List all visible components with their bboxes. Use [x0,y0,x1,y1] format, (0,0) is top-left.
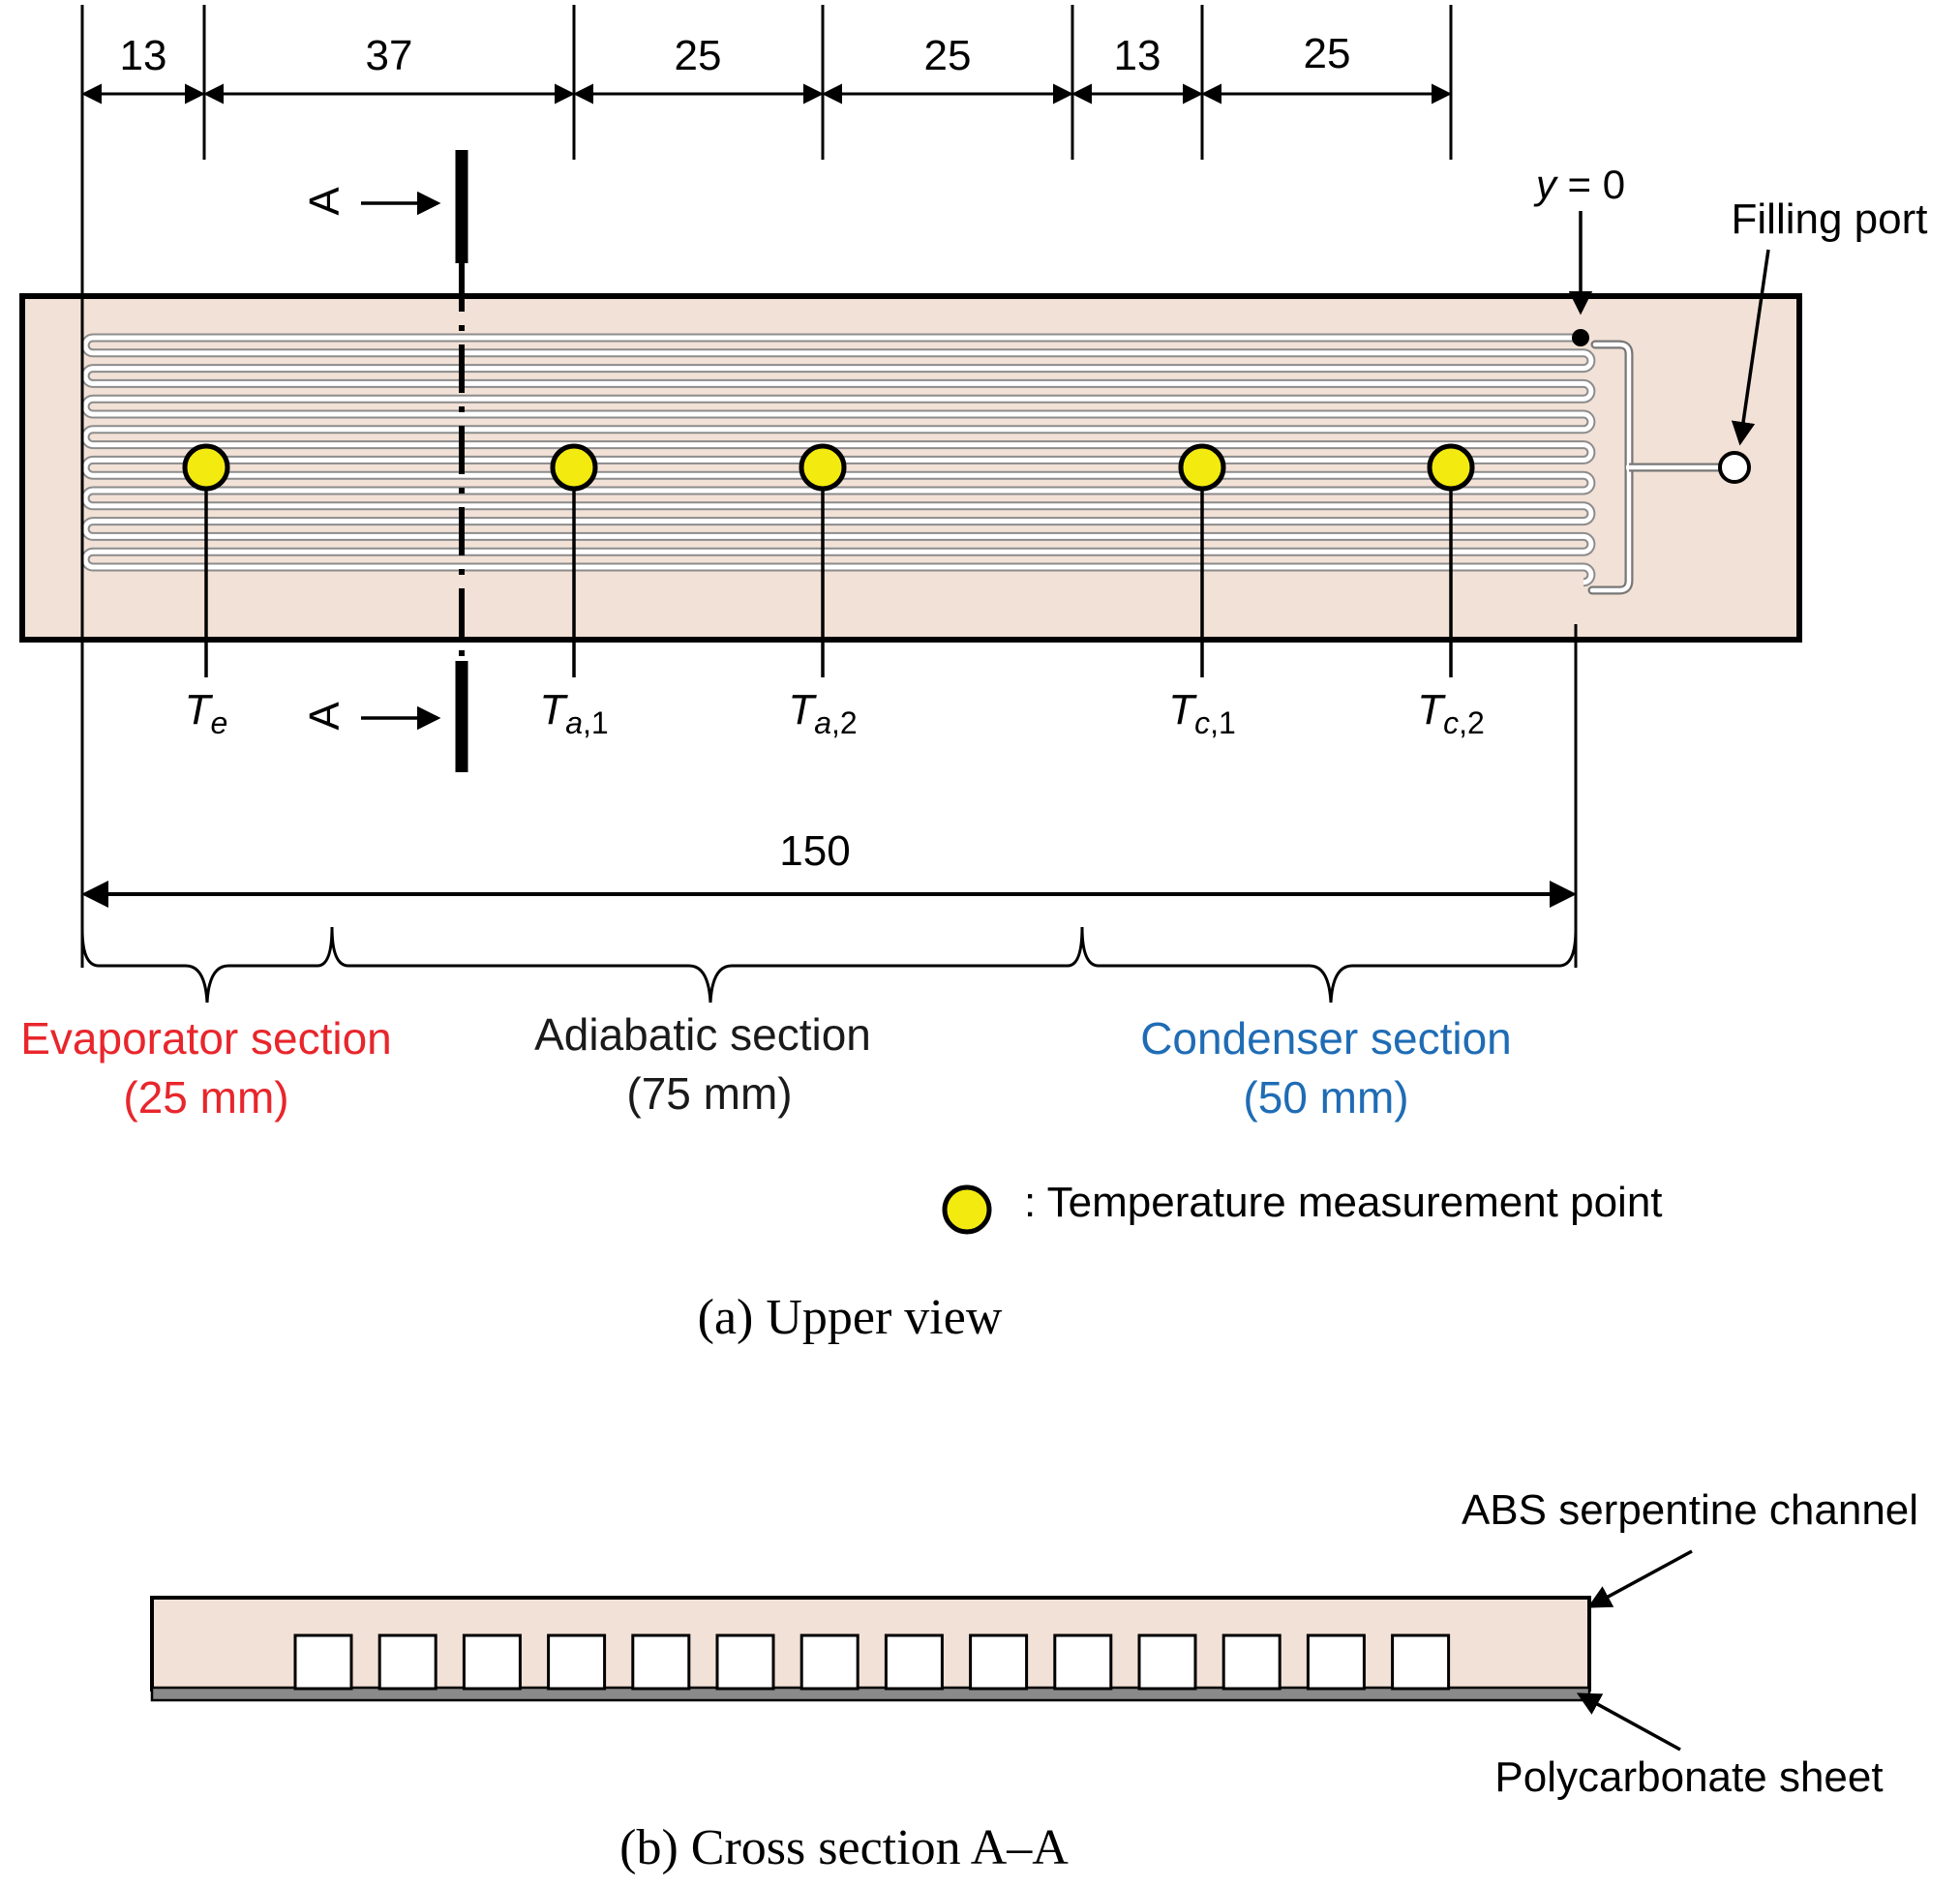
temperature-sensor-icon [1427,443,1475,492]
channel-square [1306,1633,1366,1691]
filling-port-label: Filling port [1732,195,1928,243]
channel-square [799,1633,859,1691]
channel-cross-sections [293,1633,1451,1691]
top-dimensions [80,5,1453,227]
dimension-label: 13 [1114,32,1161,79]
channel-square [1137,1633,1197,1691]
section-braces [80,926,1578,1003]
temperature-sensor-icon [799,443,847,492]
channel-passage [82,335,1594,585]
abs-arrow-icon [1586,1549,1693,1608]
channel-square [715,1633,775,1691]
filling-port-annotation: Filling port [1731,195,1928,446]
caption-cross-section: (b) Cross section A–A [619,1820,1069,1875]
condenser-brace [1080,926,1578,1003]
temperature-sensor-icon [182,443,230,492]
channel-square [631,1633,691,1691]
section-cut-marker-bottom: A [301,661,468,772]
channel-square [293,1633,353,1691]
origin-annotation: y = 0 [1533,162,1625,315]
cut-label: A [301,187,348,216]
top-dimension-labels: 13 37 25 25 13 25 [120,30,1351,79]
dimension-label: 25 [924,32,972,79]
caption-upper-view: (a) Upper view [698,1290,1003,1345]
sensor-label: Tc,2 [1417,686,1485,740]
dimension-label: 37 [366,32,413,79]
adiabatic-section-length: (75 mm) [626,1068,792,1119]
dimension-label: 25 [1304,30,1351,77]
dimension-label: 13 [120,32,167,79]
filling-port-icon [1718,451,1751,484]
origin-label: y = 0 [1533,162,1625,207]
channel-square [547,1633,607,1691]
sensor-label: Tc,1 [1168,686,1236,740]
dimension-label: 25 [675,32,722,79]
abs-label: ABS serpentine channel [1462,1486,1918,1534]
channel-square [1053,1633,1113,1691]
polycarbonate-arrow-icon [1576,1692,1681,1752]
legend-label: : Temperature measurement point [1024,1179,1663,1226]
heat-pipe-plate [19,293,1802,643]
temperature-sensors: Te Ta,1 Ta,2 Tc,1 Tc,2 [182,443,1485,740]
condenser-section-label: Condenser section [1140,1013,1512,1063]
condenser-section-length: (50 mm) [1243,1072,1408,1123]
channel-square [884,1633,944,1691]
sensor-label: Ta,1 [539,686,608,740]
filling-port-arrow-icon [1731,249,1770,446]
channel-square [377,1633,437,1691]
temperature-sensor-icon [1178,443,1226,492]
temperature-sensor-icon [550,443,598,492]
origin-point-icon [1572,329,1589,346]
evaporator-section-label: Evaporator section [20,1013,392,1063]
plate-extension-lines [80,227,1578,968]
abs-channel-body [150,1596,1591,1692]
cut-label: A [301,702,348,731]
serpentine-channel [80,333,1596,587]
channel-square [462,1633,522,1691]
filling-tube [1587,340,1726,595]
section-labels: Evaporator section (25 mm) Adiabatic sec… [20,1009,1512,1123]
channel-square [969,1633,1029,1691]
channel-square [1391,1633,1451,1691]
sensor-label: Te [185,686,228,740]
total-length-label: 150 [779,827,850,875]
polycarbonate-label: Polycarbonate sheet [1494,1753,1883,1801]
evaporator-brace [80,926,334,1003]
channel-square [1221,1633,1282,1691]
adiabatic-section-label: Adiabatic section [534,1009,871,1060]
polycarbonate-sheet [150,1686,1591,1702]
legend-sensor-icon [942,1184,992,1235]
sensor-label: Ta,2 [788,686,857,740]
evaporator-section-length: (25 mm) [123,1072,288,1123]
section-cut-marker-top: A [301,150,468,263]
adiabatic-brace [330,926,1084,1003]
